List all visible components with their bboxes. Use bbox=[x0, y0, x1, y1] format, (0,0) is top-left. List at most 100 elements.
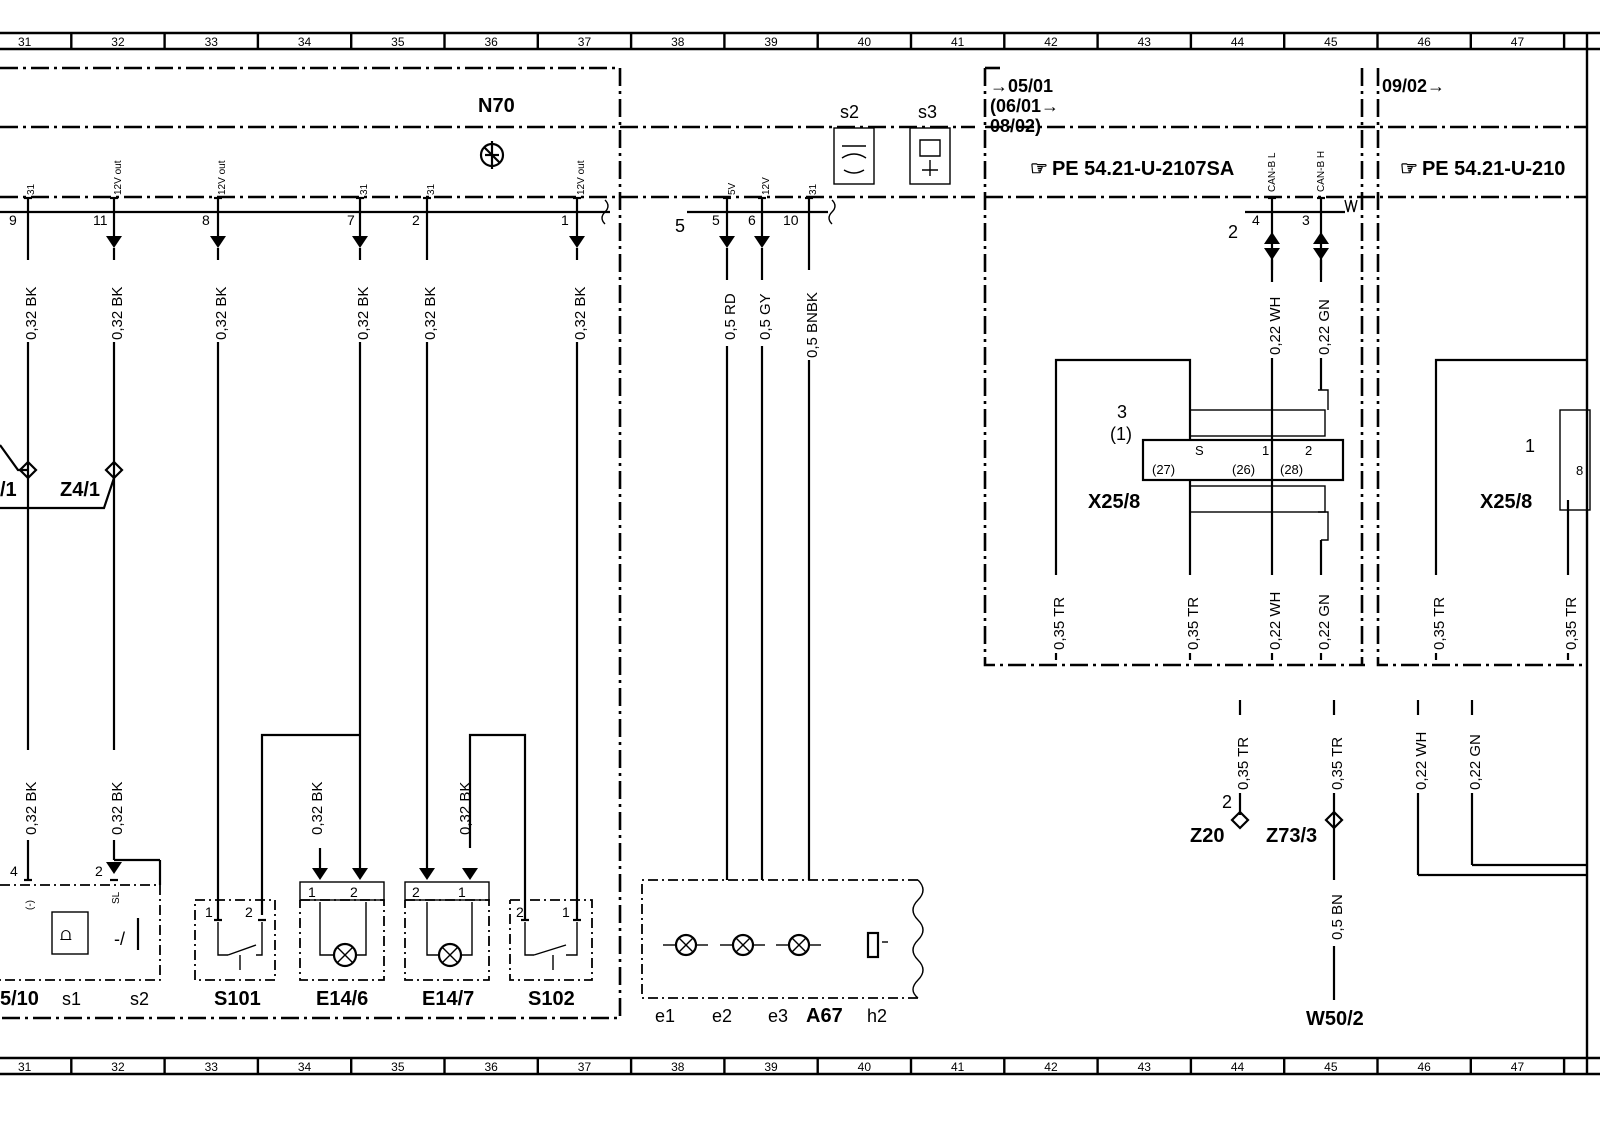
svg-text:2: 2 bbox=[95, 863, 103, 879]
wire-label: 0,22 GN bbox=[1316, 594, 1333, 650]
wire-label: 0,32 BK bbox=[457, 782, 474, 835]
wire-label: 0,32 BK bbox=[109, 782, 126, 835]
svg-text:5/10: 5/10 bbox=[0, 988, 39, 1010]
svg-text:Z4/1: Z4/1 bbox=[60, 479, 100, 501]
svg-text:31: 31 bbox=[359, 183, 370, 195]
component-a67: e1 e2 e3 A67 h2 bbox=[641, 879, 924, 1027]
wire-label: 0,22 WH bbox=[1267, 592, 1284, 650]
connector-x25-8: 3 (1) S 1 2 (27) (26) (28) X25/8 0,35 TR… bbox=[1048, 358, 1345, 660]
svg-text:2: 2 bbox=[1222, 792, 1232, 812]
svg-text:☞PE 54.21-U-210: ☞PE 54.21-U-210 bbox=[1400, 158, 1565, 180]
svg-text:S101: S101 bbox=[214, 988, 261, 1010]
n70-pin-1: 12V out 1 bbox=[561, 160, 587, 248]
bottom-grid-col-46: 46 bbox=[1417, 1060, 1431, 1074]
n70-symbol-icon bbox=[479, 141, 505, 169]
n70-pin-8: 12V out 8 bbox=[202, 160, 228, 248]
wire-label: 0,32 BK bbox=[23, 782, 40, 835]
svg-text:e3: e3 bbox=[768, 1006, 788, 1026]
bottom-grid-col-31: 31 bbox=[18, 1060, 32, 1074]
svg-text:s1: s1 bbox=[62, 989, 81, 1009]
svg-text:2: 2 bbox=[412, 212, 420, 228]
svg-text:12V out: 12V out bbox=[113, 160, 124, 195]
lamp-e1-icon bbox=[663, 933, 708, 957]
svg-text:6: 6 bbox=[748, 212, 756, 228]
wire-label: 0,5 BNBK bbox=[804, 292, 821, 358]
lamp-e2-icon bbox=[720, 933, 765, 957]
can-block-right: 09/02→ ☞PE 54.21-U-210 1 8 X25/8 0,35 TR… bbox=[1376, 68, 1591, 667]
switch-s102: 2 1 S102 bbox=[509, 899, 593, 1010]
wire-label: 0,5 GY bbox=[757, 293, 774, 340]
bottom-grid-col-40: 40 bbox=[858, 1060, 872, 1074]
bottom-grid-col-39: 39 bbox=[764, 1060, 778, 1074]
svg-text:1: 1 bbox=[205, 904, 213, 920]
svg-text:S: S bbox=[1195, 443, 1204, 458]
top-grid-col-36: 36 bbox=[484, 35, 498, 49]
bottom-grid-col-37: 37 bbox=[578, 1060, 592, 1074]
top-grid-col-40: 40 bbox=[858, 35, 872, 49]
bottom-grid-col-32: 32 bbox=[111, 1060, 125, 1074]
svg-text:SL: SL bbox=[111, 891, 122, 904]
svg-text:s2: s2 bbox=[840, 102, 859, 122]
svg-text:4: 4 bbox=[1252, 212, 1260, 228]
lamp-e14-6: 1 2 E14/6 bbox=[299, 848, 385, 1010]
svg-text:(-): (-) bbox=[25, 900, 36, 910]
wire-label: 0,35 TR bbox=[1235, 737, 1252, 790]
top-grid-col-43: 43 bbox=[1138, 35, 1152, 49]
svg-text:09/02→: 09/02→ bbox=[1382, 76, 1445, 96]
svg-text:Z20: Z20 bbox=[1190, 825, 1224, 847]
svg-text:X25/8: X25/8 bbox=[1088, 491, 1140, 513]
n70-pin-11: 12V out 11 bbox=[93, 160, 124, 248]
wire-label: 0,22 WH bbox=[1413, 732, 1430, 790]
svg-text:e1: e1 bbox=[655, 1006, 675, 1026]
svg-text:2: 2 bbox=[412, 884, 420, 900]
svg-text:E14/7: E14/7 bbox=[422, 988, 474, 1010]
wire-label: 0,32 BK bbox=[422, 287, 439, 340]
top-grid-col-47: 47 bbox=[1511, 35, 1525, 49]
svg-text:5: 5 bbox=[675, 216, 685, 236]
n70-pin-2: 31 2 bbox=[412, 183, 437, 228]
component-5-10: 4 2 (-) SL ⩍ -/ 5/10 s1 s2 bbox=[0, 858, 162, 1010]
svg-text:2: 2 bbox=[1228, 222, 1238, 242]
svg-text:(28): (28) bbox=[1280, 462, 1303, 477]
wire-label: 0,35 TR bbox=[1051, 597, 1068, 650]
bottom-grid-col-41: 41 bbox=[951, 1060, 965, 1074]
svg-text:-/: -/ bbox=[114, 929, 125, 949]
svg-text:A67: A67 bbox=[806, 1005, 843, 1027]
wire-label: 0,22 GN bbox=[1467, 734, 1484, 790]
svg-text:CAN-B H: CAN-B H bbox=[1316, 151, 1327, 192]
bottom-grid-col-36: 36 bbox=[484, 1060, 498, 1074]
wire-label: 0,35 TR bbox=[1329, 737, 1346, 790]
svg-text:E14/6: E14/6 bbox=[316, 988, 368, 1010]
svg-text:s2: s2 bbox=[130, 989, 149, 1009]
top-grid-col-45: 45 bbox=[1324, 35, 1338, 49]
wire-label: 0,32 BK bbox=[109, 287, 126, 340]
bottom-grid-col-33: 33 bbox=[205, 1060, 219, 1074]
svg-text:1: 1 bbox=[1525, 436, 1535, 456]
top-grid-col-46: 46 bbox=[1417, 35, 1431, 49]
svg-text:1: 1 bbox=[562, 904, 570, 920]
bottom-grid-col-38: 38 bbox=[671, 1060, 685, 1074]
top-grid-col-32: 32 bbox=[111, 35, 125, 49]
wire-label: 0,32 BK bbox=[309, 782, 326, 835]
wire-label: 0,22 WH bbox=[1267, 297, 1284, 355]
svg-text:S102: S102 bbox=[528, 988, 575, 1010]
svg-text:s3: s3 bbox=[918, 102, 937, 122]
wire-label: 0,32 BK bbox=[23, 287, 40, 340]
svg-text:5: 5 bbox=[712, 212, 720, 228]
top-grid-col-33: 33 bbox=[205, 35, 219, 49]
svg-text:h2: h2 bbox=[867, 1006, 887, 1026]
svg-text:⩍: ⩍ bbox=[60, 924, 72, 944]
lamp-e14-7: 2 1 E14/7 bbox=[404, 733, 527, 1010]
svg-text:(06/01→: (06/01→ bbox=[990, 96, 1059, 116]
svg-text:2: 2 bbox=[1305, 443, 1312, 458]
top-grid-col-44: 44 bbox=[1231, 35, 1245, 49]
wire-label: 0,35 TR bbox=[1563, 597, 1580, 650]
svg-text:e2: e2 bbox=[712, 1006, 732, 1026]
can-block-left: →05/01 (06/01→ 08/02) ☞PE 54.21-U-2107SA… bbox=[983, 66, 1587, 667]
bottom-grid-col-35: 35 bbox=[391, 1060, 405, 1074]
svg-text:9: 9 bbox=[9, 212, 17, 228]
seat-switch-icon bbox=[833, 127, 875, 185]
wire-label: 0,5 RD bbox=[722, 293, 739, 340]
